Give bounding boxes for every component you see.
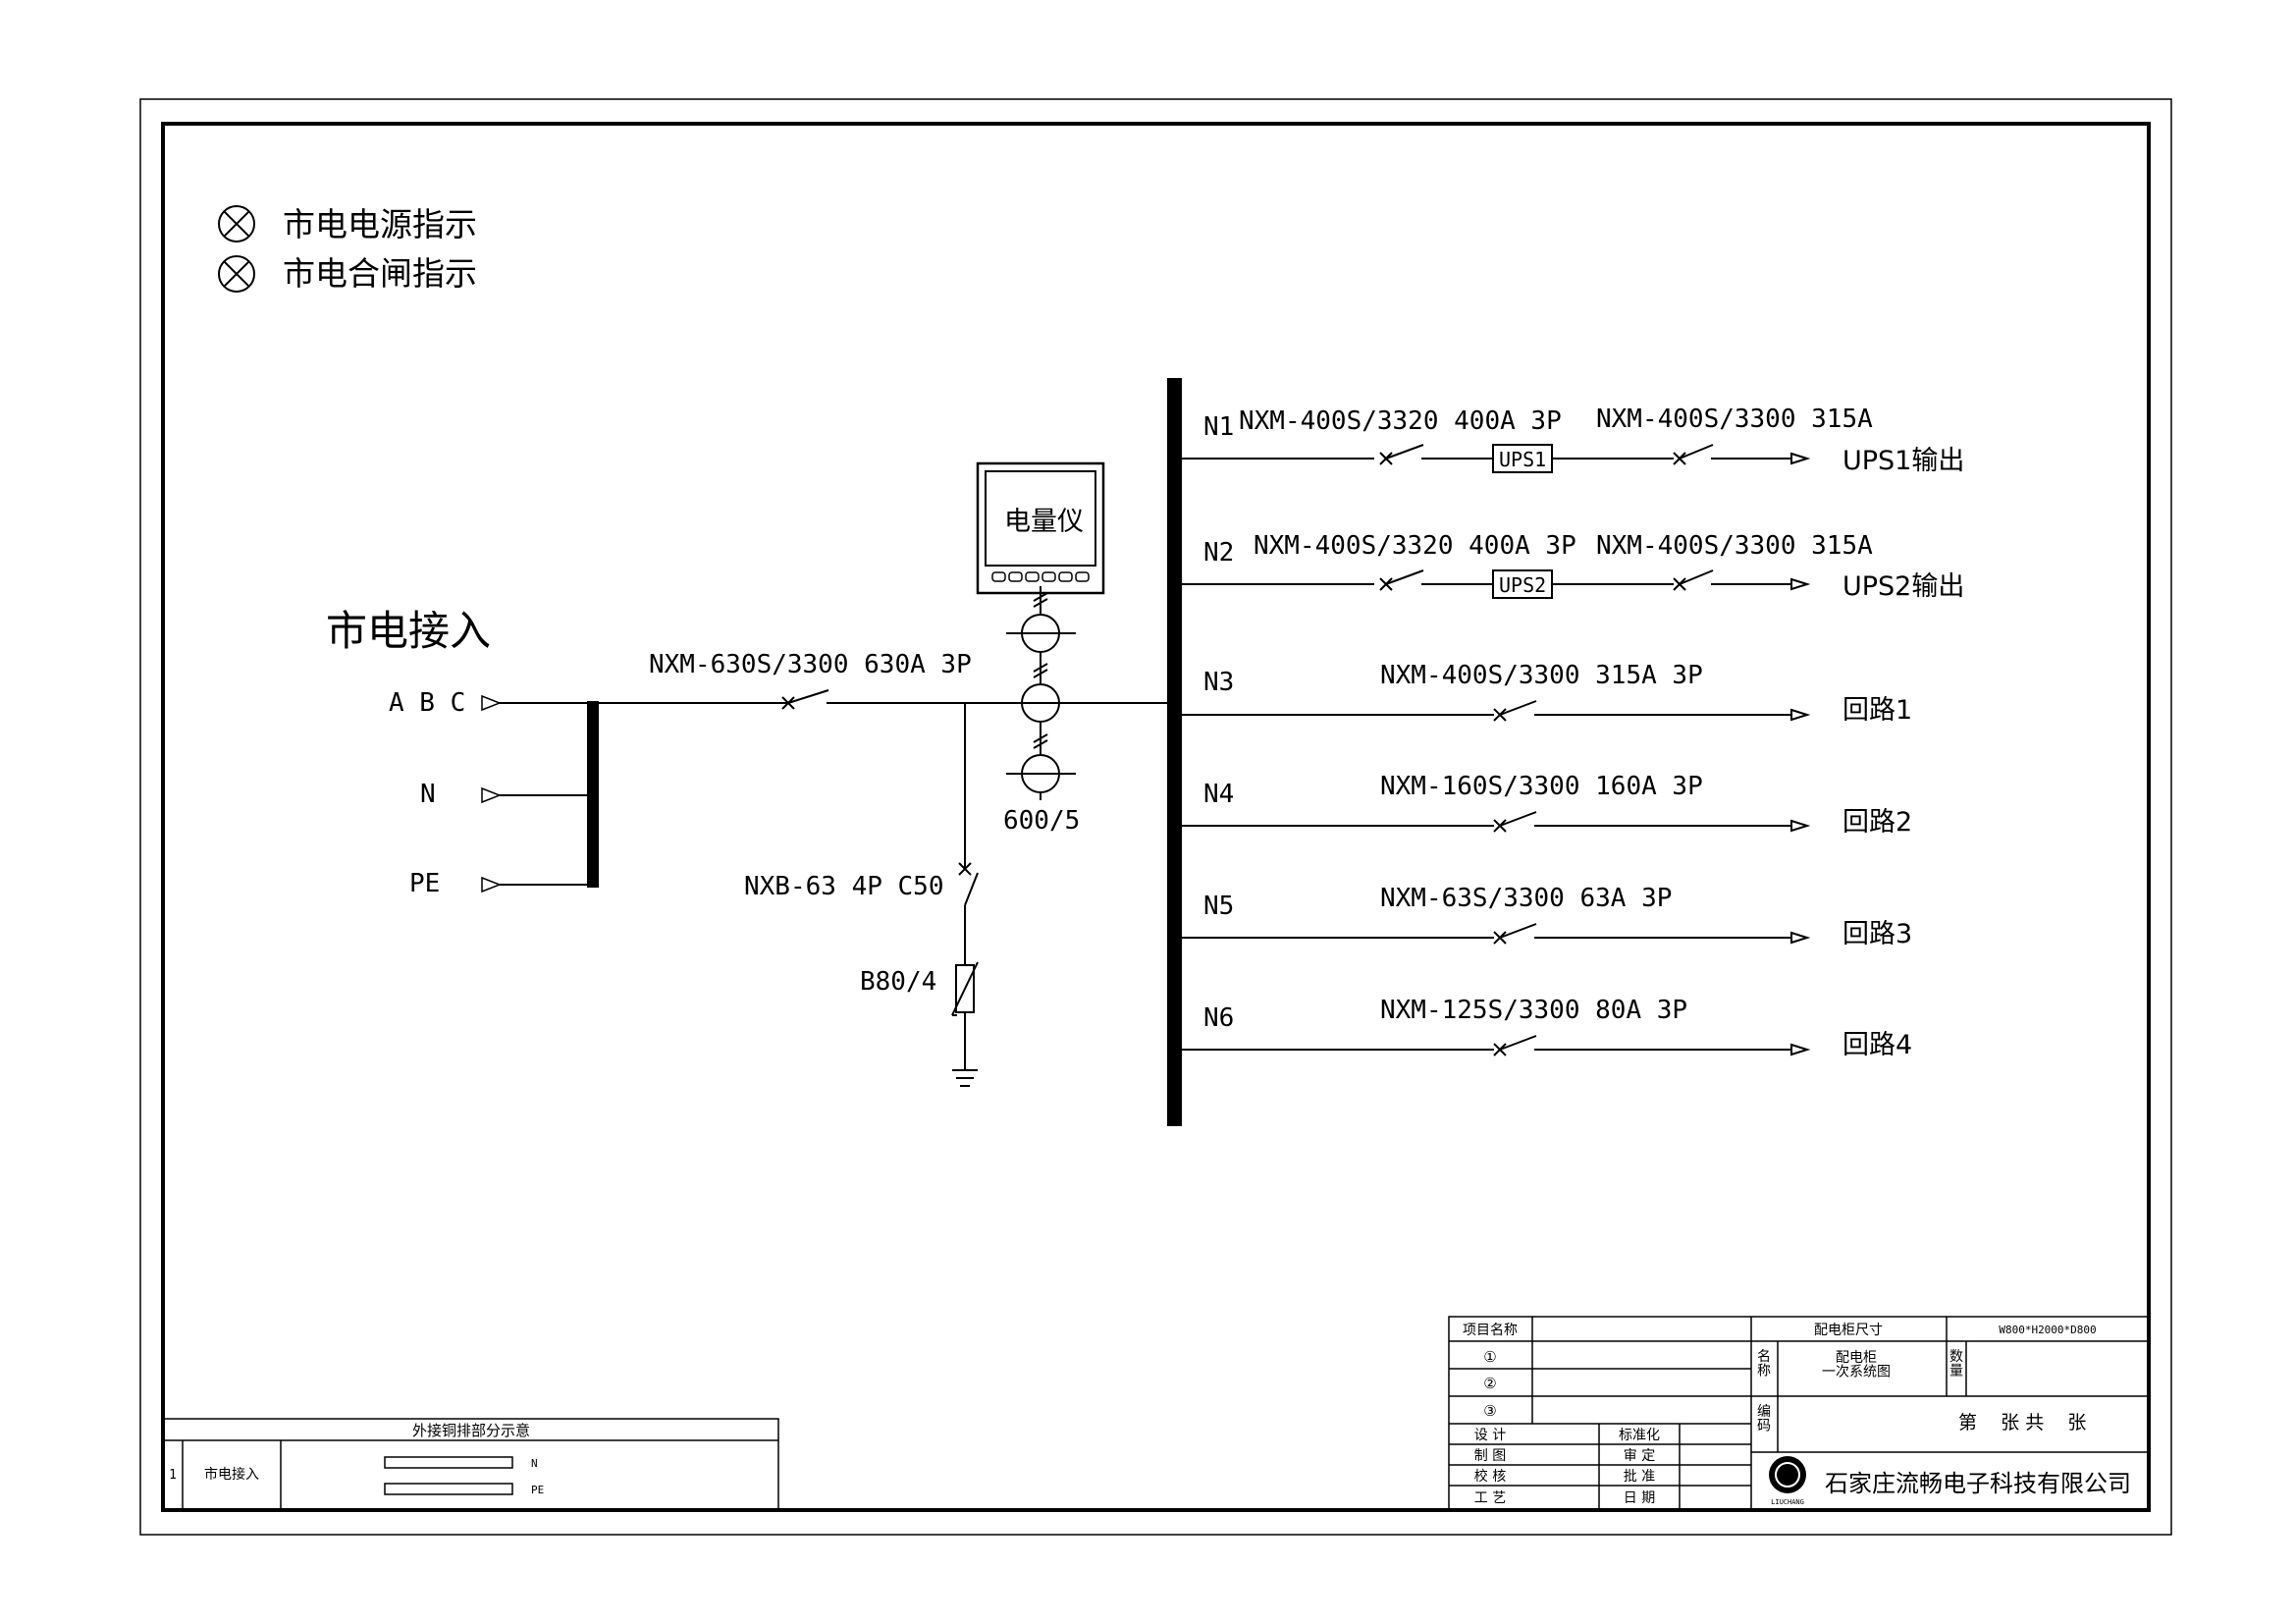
meter-keys [991,571,1090,582]
incoming-title: 市电接入 [326,607,491,655]
feeder-id-n3: N3 [1203,668,1234,697]
incoming-section: 市电接入 A B C N PE NXM-630S/3300 630A 3P [326,461,1170,1087]
quantity-label: 数量 [1949,1349,1963,1380]
feeder-breaker-n3: NXM-400S/3300 315A 3P [1380,661,1703,690]
current-transformer-icon [1006,586,1076,800]
item-1: ① [1483,1348,1496,1366]
feeder-breaker2-n1: NXM-400S/3300 315A [1596,405,1873,434]
surge-arrester-label: B80/4 [860,967,936,997]
energy-meter: 电量仪 [976,461,1105,595]
legend-label-power: 市电电源指示 [283,205,477,243]
busbar-pe-label: PE [531,1484,544,1496]
code-label: 编码 [1757,1404,1771,1434]
role-date: 日 期 [1624,1490,1655,1506]
indicator-lamp-icon [218,255,255,293]
meter-label: 电量仪 [1004,507,1084,537]
legend: 市电电源指示 市电合闸指示 [218,205,477,293]
busbar-row-no: 1 [169,1468,177,1483]
feeder-output-n6: 回路4 [1842,1030,1912,1060]
feeders [1182,444,1811,1056]
sheet-count: 第 张 共 张 [1958,1412,2086,1434]
feeder-output-n4: 回路2 [1842,807,1912,838]
feeder-output-n3: 回路1 [1842,695,1912,726]
feeder-breaker2-n2: NXM-400S/3300 315A [1596,531,1873,561]
name-label: 名称 [1757,1349,1771,1380]
feeder-breaker-n1: NXM-400S/3320 400A 3P [1239,406,1562,436]
main-breaker-label: NXM-630S/3300 630A 3P [649,650,972,679]
company-logo-icon: LIUCHANG [1769,1456,1806,1506]
feeder-breaker-n6: NXM-125S/3300 80A 3P [1380,996,1687,1025]
role-review: 审 定 [1624,1448,1655,1464]
feeder-breaker-n2: NXM-400S/3320 400A 3P [1254,531,1576,561]
feeder-id-n4: N4 [1203,780,1234,809]
busbar-table: 外接铜排部分示意 1 市电接入 N PE [162,1418,779,1511]
terminal-arrow-icon [481,694,503,893]
terminal-label-pe: PE [409,869,440,898]
role-design: 设 计 [1474,1428,1506,1443]
role-check: 校 核 [1474,1468,1506,1485]
feeder-breaker-n5: NXM-63S/3300 63A 3P [1380,884,1672,913]
feeder-ups-n1: UPS1 [1499,448,1546,471]
logo-text: LIUCHANG [1771,1498,1804,1506]
indicator-lamp-icon [218,205,255,243]
main-busbar [1167,378,1182,1126]
item-3: ③ [1483,1402,1496,1420]
role-drawing: 制 图 [1474,1448,1506,1464]
feeder-output-n1: UPS1输出 [1842,446,1964,476]
feeder-labels: N1 NXM-400S/3320 400A 3P UPS1 NXM-400S/3… [1203,405,1964,1060]
busbar-n-label: N [531,1457,538,1470]
feeder-output-n2: UPS2输出 [1842,571,1964,602]
item-2: ② [1483,1375,1496,1392]
outer-frame [139,98,2172,1536]
ct-ratio-label: 600/5 [1003,806,1080,836]
role-standard: 标准化 [1619,1428,1660,1443]
surge-breaker-label: NXB-63 4P C50 [744,872,944,901]
feeder-breaker-n4: NXM-160S/3300 160A 3P [1380,772,1703,801]
incoming-busbar [587,701,599,888]
name-value: 配电柜一次系统图 [1822,1350,1891,1380]
title-block: 项目名称 ① ② ③ 设 计 制 图 校 核 工 艺 标准化 审 定 批 准 日… [1448,1316,2150,1511]
feeder-id-n5: N5 [1203,892,1234,921]
breaker-icon [683,689,834,710]
feeder-id-n2: N2 [1203,538,1234,568]
legend-label-closing: 市电合闸指示 [283,254,477,293]
terminal-label-abc: A B C [389,688,465,718]
terminal-label-n: N [420,780,436,809]
inner-frame [161,122,2151,1512]
company-name: 石家庄流畅电子科技有限公司 [1825,1470,2131,1497]
project-name-label: 项目名称 [1463,1323,1518,1338]
busbar-table-title: 外接铜排部分示意 [412,1422,530,1439]
cabinet-size-value: W800*H2000*D800 [1999,1324,2096,1336]
busbar-row-label: 市电接入 [204,1466,259,1483]
role-approve: 批 准 [1624,1469,1655,1485]
incoming-wires [500,702,592,886]
role-process: 工 艺 [1474,1490,1506,1506]
feeder-id-n6: N6 [1203,1003,1234,1033]
feeder-ups-n2: UPS2 [1499,573,1546,597]
main-breaker-gap [784,693,830,711]
feeder-id-n1: N1 [1203,412,1234,442]
feeder-output-n5: 回路3 [1842,919,1912,949]
cabinet-size-label: 配电柜尺寸 [1814,1323,1883,1338]
surge-branch [951,703,979,1087]
